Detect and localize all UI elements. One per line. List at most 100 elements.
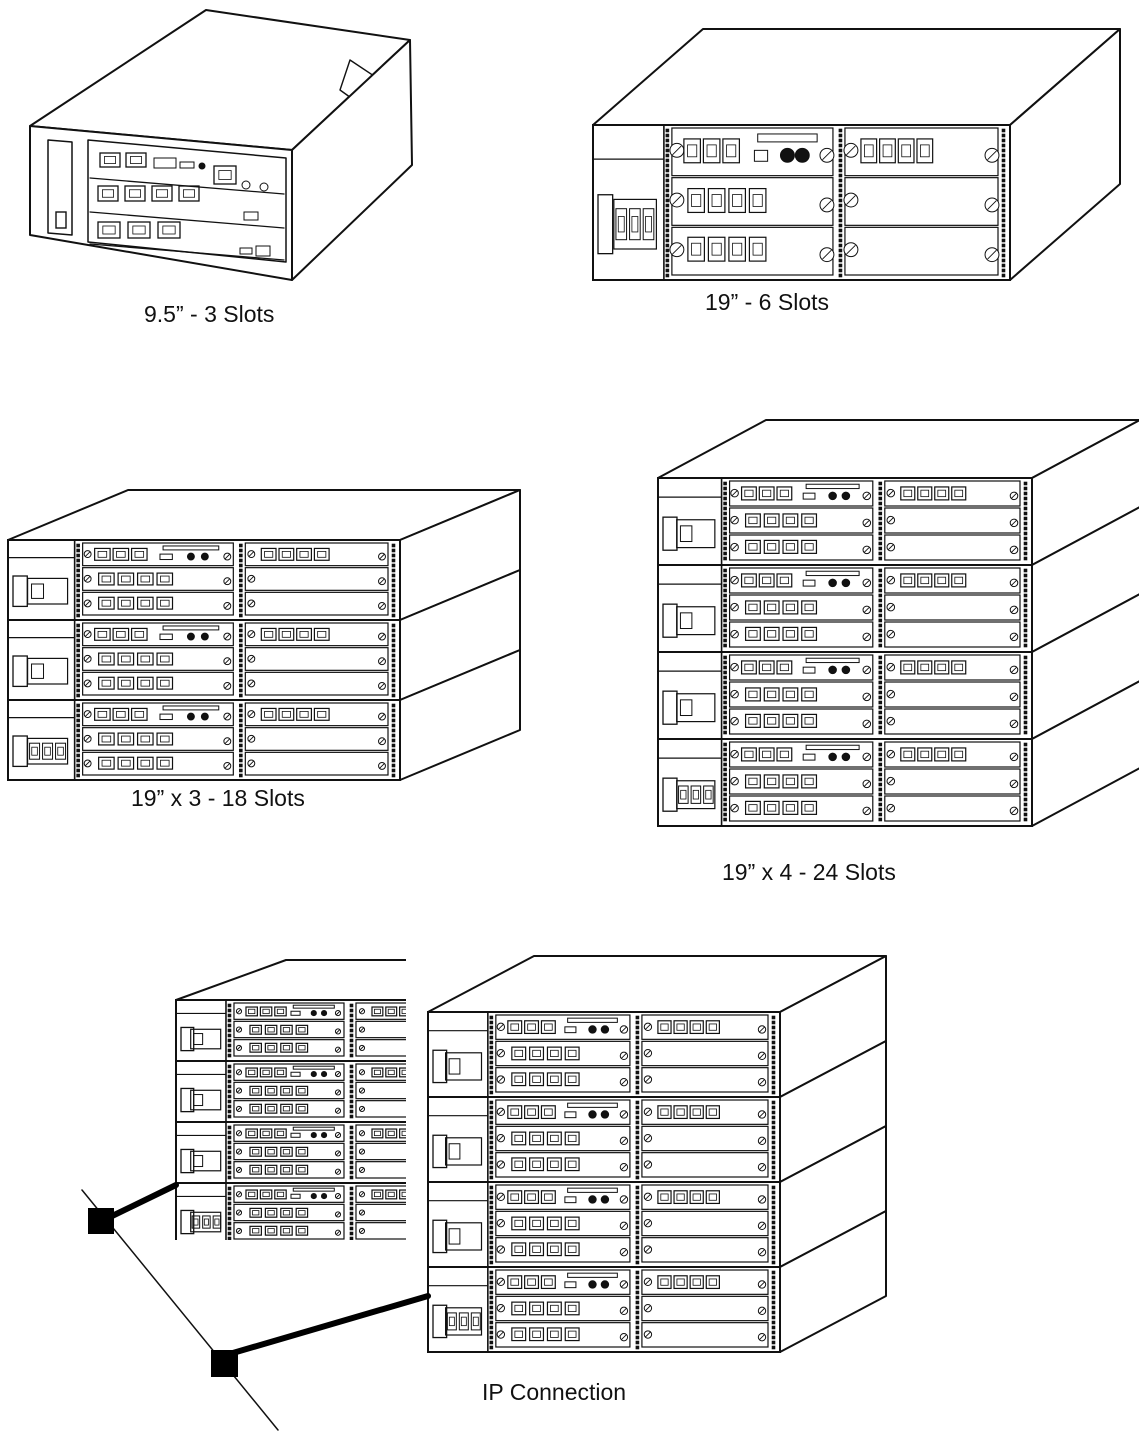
vent-dot — [636, 1251, 639, 1254]
chassis-stack-3-high — [8, 490, 520, 780]
vent-dot — [239, 654, 242, 657]
vent-dot — [350, 1095, 353, 1098]
vent-dot — [239, 624, 242, 627]
vent-dot — [239, 669, 242, 672]
vent-dot — [636, 1161, 639, 1164]
vent-dot — [666, 164, 669, 167]
vent-dot — [228, 1151, 231, 1154]
vent-dot — [666, 154, 669, 157]
vent-dot — [392, 654, 395, 657]
vent-dot — [1024, 798, 1027, 801]
vent-dot — [636, 1326, 639, 1329]
chassis-9-5-inch — [30, 10, 412, 280]
vent-dot — [724, 542, 727, 545]
vent-dot — [772, 1276, 775, 1279]
vent-dot — [392, 569, 395, 572]
vent-dot — [392, 599, 395, 602]
vent-dot — [772, 1146, 775, 1149]
vent-dot — [392, 744, 395, 747]
vent-dot — [879, 763, 882, 766]
vent-dot — [636, 1061, 639, 1064]
vent-dot — [772, 1316, 775, 1319]
vent-dot — [724, 743, 727, 746]
vent-dot — [490, 1306, 493, 1309]
vent-dot — [724, 783, 727, 786]
vent-dot — [239, 684, 242, 687]
vent-dot — [724, 594, 727, 597]
chassis-19-inch-6-slots — [593, 29, 1120, 280]
vent-dot — [724, 579, 727, 582]
vent-dot — [636, 1341, 639, 1344]
vent-dot — [490, 1121, 493, 1124]
vent-dot — [879, 624, 882, 627]
vent-dot — [1024, 517, 1027, 520]
vent-dot — [724, 818, 727, 821]
vent-dot — [636, 1261, 639, 1264]
vent-dot — [228, 1161, 231, 1164]
vent-dot — [879, 584, 882, 587]
vent-dot — [724, 691, 727, 694]
vent-dot — [772, 1341, 775, 1344]
vent-dot — [1002, 209, 1005, 212]
indicator-led — [321, 1011, 326, 1016]
vent-dot — [228, 1115, 231, 1118]
vent-dot — [724, 502, 727, 505]
vent-dot — [636, 1211, 639, 1214]
vent-dot — [666, 239, 669, 242]
vent-dot — [1024, 482, 1027, 485]
vent-dot — [839, 194, 842, 197]
vent-dot — [772, 1221, 775, 1224]
vent-dot — [1002, 204, 1005, 207]
vent-dot — [239, 674, 242, 677]
vent-dot — [879, 634, 882, 637]
vent-dot — [879, 661, 882, 664]
vent-dot — [772, 1296, 775, 1299]
vent-dot — [350, 1202, 353, 1205]
vent-dot — [1024, 691, 1027, 694]
vent-dot — [772, 1061, 775, 1064]
vent-dot — [636, 1151, 639, 1154]
vent-dot — [239, 774, 242, 777]
vent-dot — [879, 557, 882, 560]
vent-dot — [350, 1232, 353, 1235]
vent-dot — [724, 557, 727, 560]
vent-dot — [879, 768, 882, 771]
vent-dot — [392, 559, 395, 562]
vent-dot — [772, 1311, 775, 1314]
vent-dot — [724, 614, 727, 617]
vent-dot — [228, 1029, 231, 1032]
port-socket — [416, 1131, 422, 1135]
vent-dot — [228, 1034, 231, 1037]
vent-dot — [879, 547, 882, 550]
vent-dot — [392, 729, 395, 732]
vent-dot — [666, 134, 669, 137]
vent-dot — [490, 1286, 493, 1289]
vent-dot — [1024, 773, 1027, 776]
vent-dot — [490, 1016, 493, 1019]
vent-dot — [490, 1081, 493, 1084]
vent-dot — [239, 714, 242, 717]
vent-dot — [666, 274, 669, 277]
vent-dot — [724, 604, 727, 607]
vent-dot — [228, 1176, 231, 1179]
vent-dot — [490, 1331, 493, 1334]
vent-dot — [879, 758, 882, 761]
vent-dot — [636, 1216, 639, 1219]
vent-dot — [228, 1126, 231, 1129]
vent-dot — [77, 754, 80, 757]
vent-dot — [392, 574, 395, 577]
vent-dot — [1024, 639, 1027, 642]
vent-dot — [724, 773, 727, 776]
vent-dot — [77, 669, 80, 672]
vent-dot — [392, 739, 395, 742]
vent-dot — [879, 793, 882, 796]
vent-dot — [839, 244, 842, 247]
indicator-led — [321, 1072, 326, 1077]
vent-dot — [490, 1291, 493, 1294]
vent-dot — [879, 522, 882, 525]
vent-dot — [879, 798, 882, 801]
vent-dot — [879, 492, 882, 495]
vent-dot — [724, 731, 727, 734]
vent-dot — [77, 654, 80, 657]
vent-dot — [879, 681, 882, 684]
